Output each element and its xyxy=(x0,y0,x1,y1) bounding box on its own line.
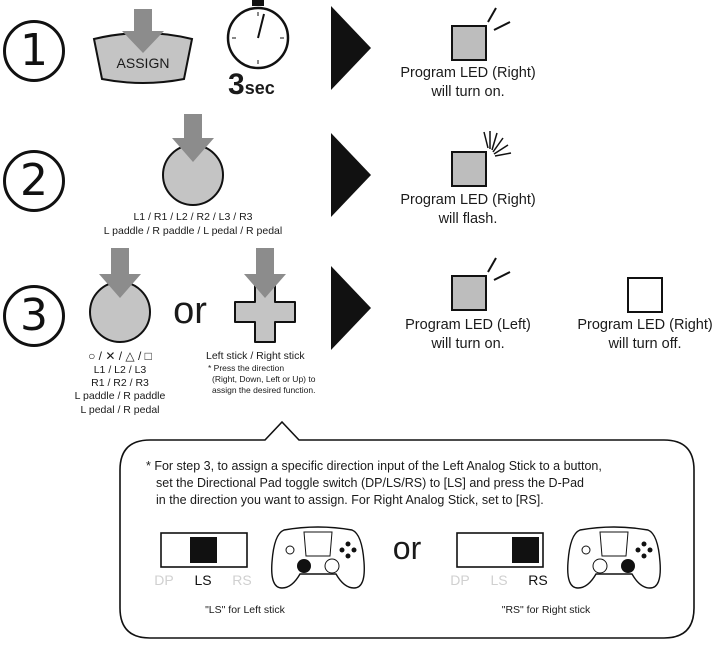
assign-button-icon xyxy=(92,9,194,84)
switch-left-rs: RS xyxy=(232,572,252,588)
led-on-icon xyxy=(451,7,511,61)
led-status-3-right-line2: will turn off. xyxy=(608,336,682,352)
dpad-icon xyxy=(234,248,296,343)
gamepad-icon xyxy=(271,526,365,589)
arrow-right-icon xyxy=(331,266,371,350)
switch-right-rs: RS xyxy=(528,572,548,588)
led-status-3-left-line1: Program LED (Left) xyxy=(405,317,531,333)
step3-left-buttons-line5: L pedal / R pedal xyxy=(80,404,160,416)
timer-unit: sec xyxy=(244,78,275,98)
assign-button-label: ASSIGN xyxy=(116,55,170,71)
timer-value: 3 xyxy=(228,68,245,101)
stick-note-line3: assign the desired function. xyxy=(212,385,316,395)
stick-note-line1: * Press the direction xyxy=(208,363,285,373)
timer-readout: 3sec xyxy=(228,70,275,100)
led-status-1-line2: will turn on. xyxy=(431,84,505,100)
stick-note-line2: (Right, Down, Left or Up) to xyxy=(212,374,316,384)
round-button-icon xyxy=(89,248,151,343)
stopwatch-icon xyxy=(226,0,290,70)
step-number-1: 1 xyxy=(3,20,65,82)
switch-left-caption: "LS" for Left stick xyxy=(205,604,285,616)
led-flash-icon xyxy=(451,131,512,187)
led-status-3-right-line1: Program LED (Right) xyxy=(577,317,713,333)
switch-right-caption: "RS" for Right stick xyxy=(501,604,591,616)
step-number-2: 2 xyxy=(3,150,65,212)
step3-or-label: or xyxy=(173,290,207,332)
note-line2: set the Directional Pad toggle switch (D… xyxy=(156,476,584,490)
step2-buttons-line2: L paddle / R paddle / L pedal / R pedal xyxy=(103,225,283,237)
step3-left-buttons-line4: L paddle / R paddle xyxy=(74,390,166,402)
step3-left-buttons-line3: R1 / R2 / R3 xyxy=(91,377,149,389)
note-line3: in the direction you want to assign. For… xyxy=(156,493,544,507)
step-number-3: 3 xyxy=(3,285,65,347)
toggle-switch-ls-icon xyxy=(160,532,248,568)
led-status-1-line1: Program LED (Right) xyxy=(400,65,536,81)
step3-left-buttons-line1: ○ / ✕ / △ / □ xyxy=(88,349,152,363)
gamepad-icon xyxy=(567,526,661,589)
arrow-right-icon xyxy=(331,6,371,90)
step2-buttons-line1: L1 / R1 / L2 / R2 / L3 / R3 xyxy=(133,211,253,223)
note-line1: * For step 3, to assign a specific direc… xyxy=(146,459,602,473)
led-status-2-line1: Program LED (Right) xyxy=(400,192,536,208)
toggle-switch-rs-icon xyxy=(456,532,544,568)
switch-left-dp: DP xyxy=(154,572,174,588)
stick-label: Left stick / Right stick xyxy=(206,350,305,362)
arrow-right-icon xyxy=(331,133,371,217)
step3-left-buttons-line2: L1 / L2 / L3 xyxy=(93,364,147,376)
switch-left-ls: LS xyxy=(194,572,212,588)
round-button-icon xyxy=(162,114,224,206)
switch-right-ls: LS xyxy=(490,572,508,588)
led-on-icon xyxy=(451,257,511,311)
led-off-icon xyxy=(627,277,663,313)
led-status-2-line2: will flash. xyxy=(438,211,498,227)
led-status-3-left-line2: will turn on. xyxy=(431,336,505,352)
switch-right-dp: DP xyxy=(450,572,470,588)
note-or-label: or xyxy=(392,530,422,566)
